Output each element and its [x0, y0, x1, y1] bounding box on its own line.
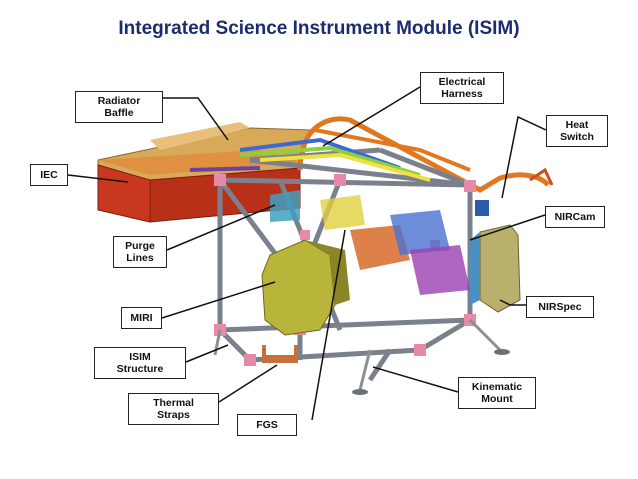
nirspec-shape — [479, 224, 521, 313]
purge-lines-text: Purge Lines — [125, 240, 155, 264]
heat-switch-text: Heat Switch — [560, 119, 594, 143]
thermal-straps-text: Thermal Straps — [153, 397, 194, 421]
isim-structure-text: ISIM Structure — [116, 351, 164, 375]
purge-lines-label: Purge Lines — [113, 236, 167, 268]
nirspec-text: NIRSpec — [538, 301, 582, 313]
miri-text: MIRI — [130, 312, 153, 324]
radiator-baffle-label: Radiator Baffle — [75, 91, 163, 123]
fgs-text: FGS — [256, 419, 278, 431]
radiator-baffle-text: Radiator Baffle — [97, 95, 141, 119]
nirspec-label: NIRSpec — [526, 296, 594, 318]
kinematic-mount-label: Kinematic Mount — [458, 377, 536, 409]
kinematic-mount-text: Kinematic Mount — [471, 381, 523, 405]
iec-text: IEC — [40, 169, 58, 181]
thermal-straps-label: Thermal Straps — [128, 393, 219, 425]
heat-switch-label: Heat Switch — [546, 115, 608, 147]
miri-label: MIRI — [121, 307, 162, 329]
iec-label: IEC — [30, 164, 68, 186]
page-title: Integrated Science Instrument Module (IS… — [118, 18, 520, 39]
electrical-harness-text: Electrical Harness — [438, 76, 486, 100]
miri-shape — [261, 239, 336, 336]
electrical-harness-label: Electrical Harness — [420, 72, 504, 104]
isim-structure-label: ISIM Structure — [94, 347, 186, 379]
nircam-label: NIRCam — [545, 206, 605, 228]
nircam-text: NIRCam — [554, 211, 596, 223]
fgs-label: FGS — [237, 414, 297, 436]
